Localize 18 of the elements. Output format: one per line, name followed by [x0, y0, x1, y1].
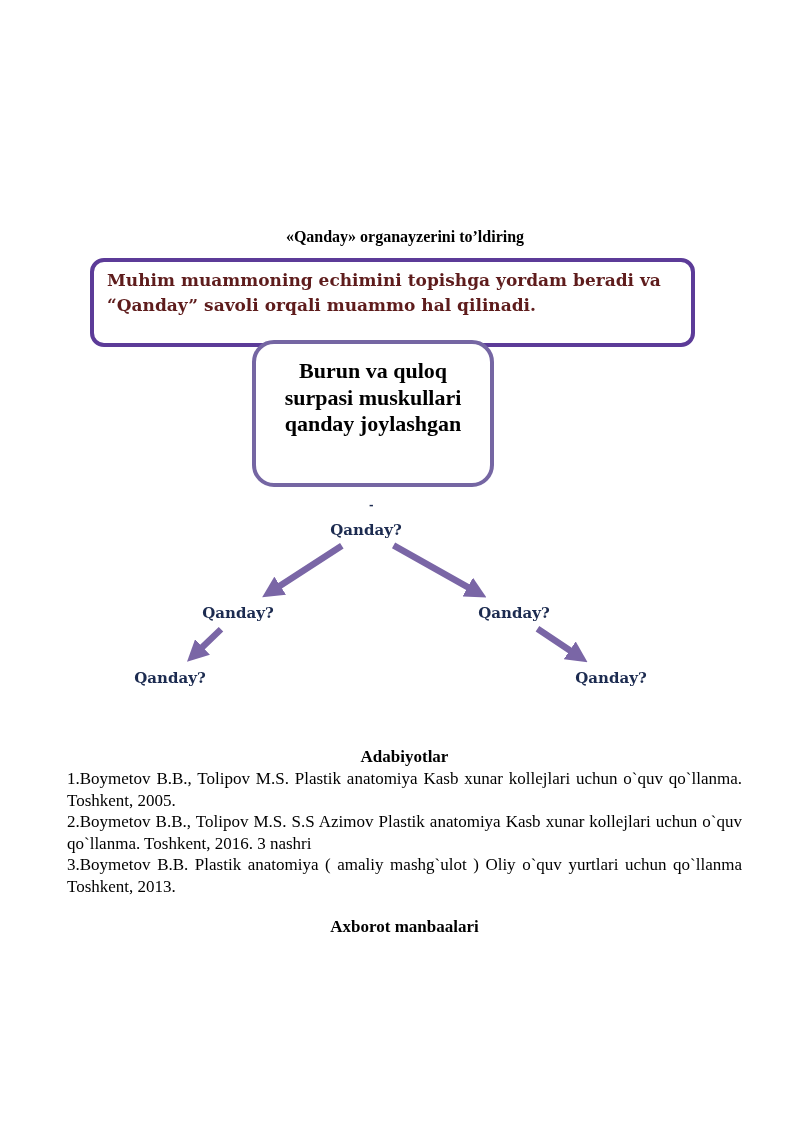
- section-heading: Adabiyotlar: [359, 746, 450, 768]
- section-heading: Axborot manbaalari: [329, 916, 480, 938]
- box-text: Muhim muammoning echimini topishga yordam beradi va “Qanday” savoli orqali muammo hal qilinadi.: [107, 269, 662, 317]
- topic-text: Burun va quloq surpasi muskullari qanday joylashgan: [283, 358, 463, 438]
- title-text: «Qanday» organayzerini to’ldiring: [285, 228, 525, 245]
- arrow: [184, 626, 224, 665]
- arrow: [535, 626, 590, 665]
- question-text: Qanday?: [326, 516, 406, 544]
- reference-text: 2.Boymetov B.B., Tolipov M.S. S.S Azimov Plastik anatomiya Kasb xunar kollejlari uchun o`quv qo`llanma. Toshkent, 2016. 3 nashri: [67, 811, 742, 854]
- question-text: Qanday?: [198, 599, 278, 627]
- question-text: Qanday?: [571, 664, 651, 692]
- dash-text: -: [369, 499, 374, 512]
- question-text: Qanday?: [474, 599, 554, 627]
- topic-box: [252, 340, 494, 487]
- rounded-box: [90, 258, 695, 347]
- reference-text: 1.Boymetov B.B., Tolipov M.S. Plastik anatomiya Kasb xunar kollejlari uchun o`quv qo`llanma. Toshkent, 2005.: [67, 768, 742, 811]
- reference-text: 3.Boymetov B.B. Plastik anatomiya ( amaliy mashg`ulot ) Oliy o`quv yurtlari uchun qo`llanma Toshkent, 2013.: [67, 854, 742, 897]
- question-text: Qanday?: [130, 664, 210, 692]
